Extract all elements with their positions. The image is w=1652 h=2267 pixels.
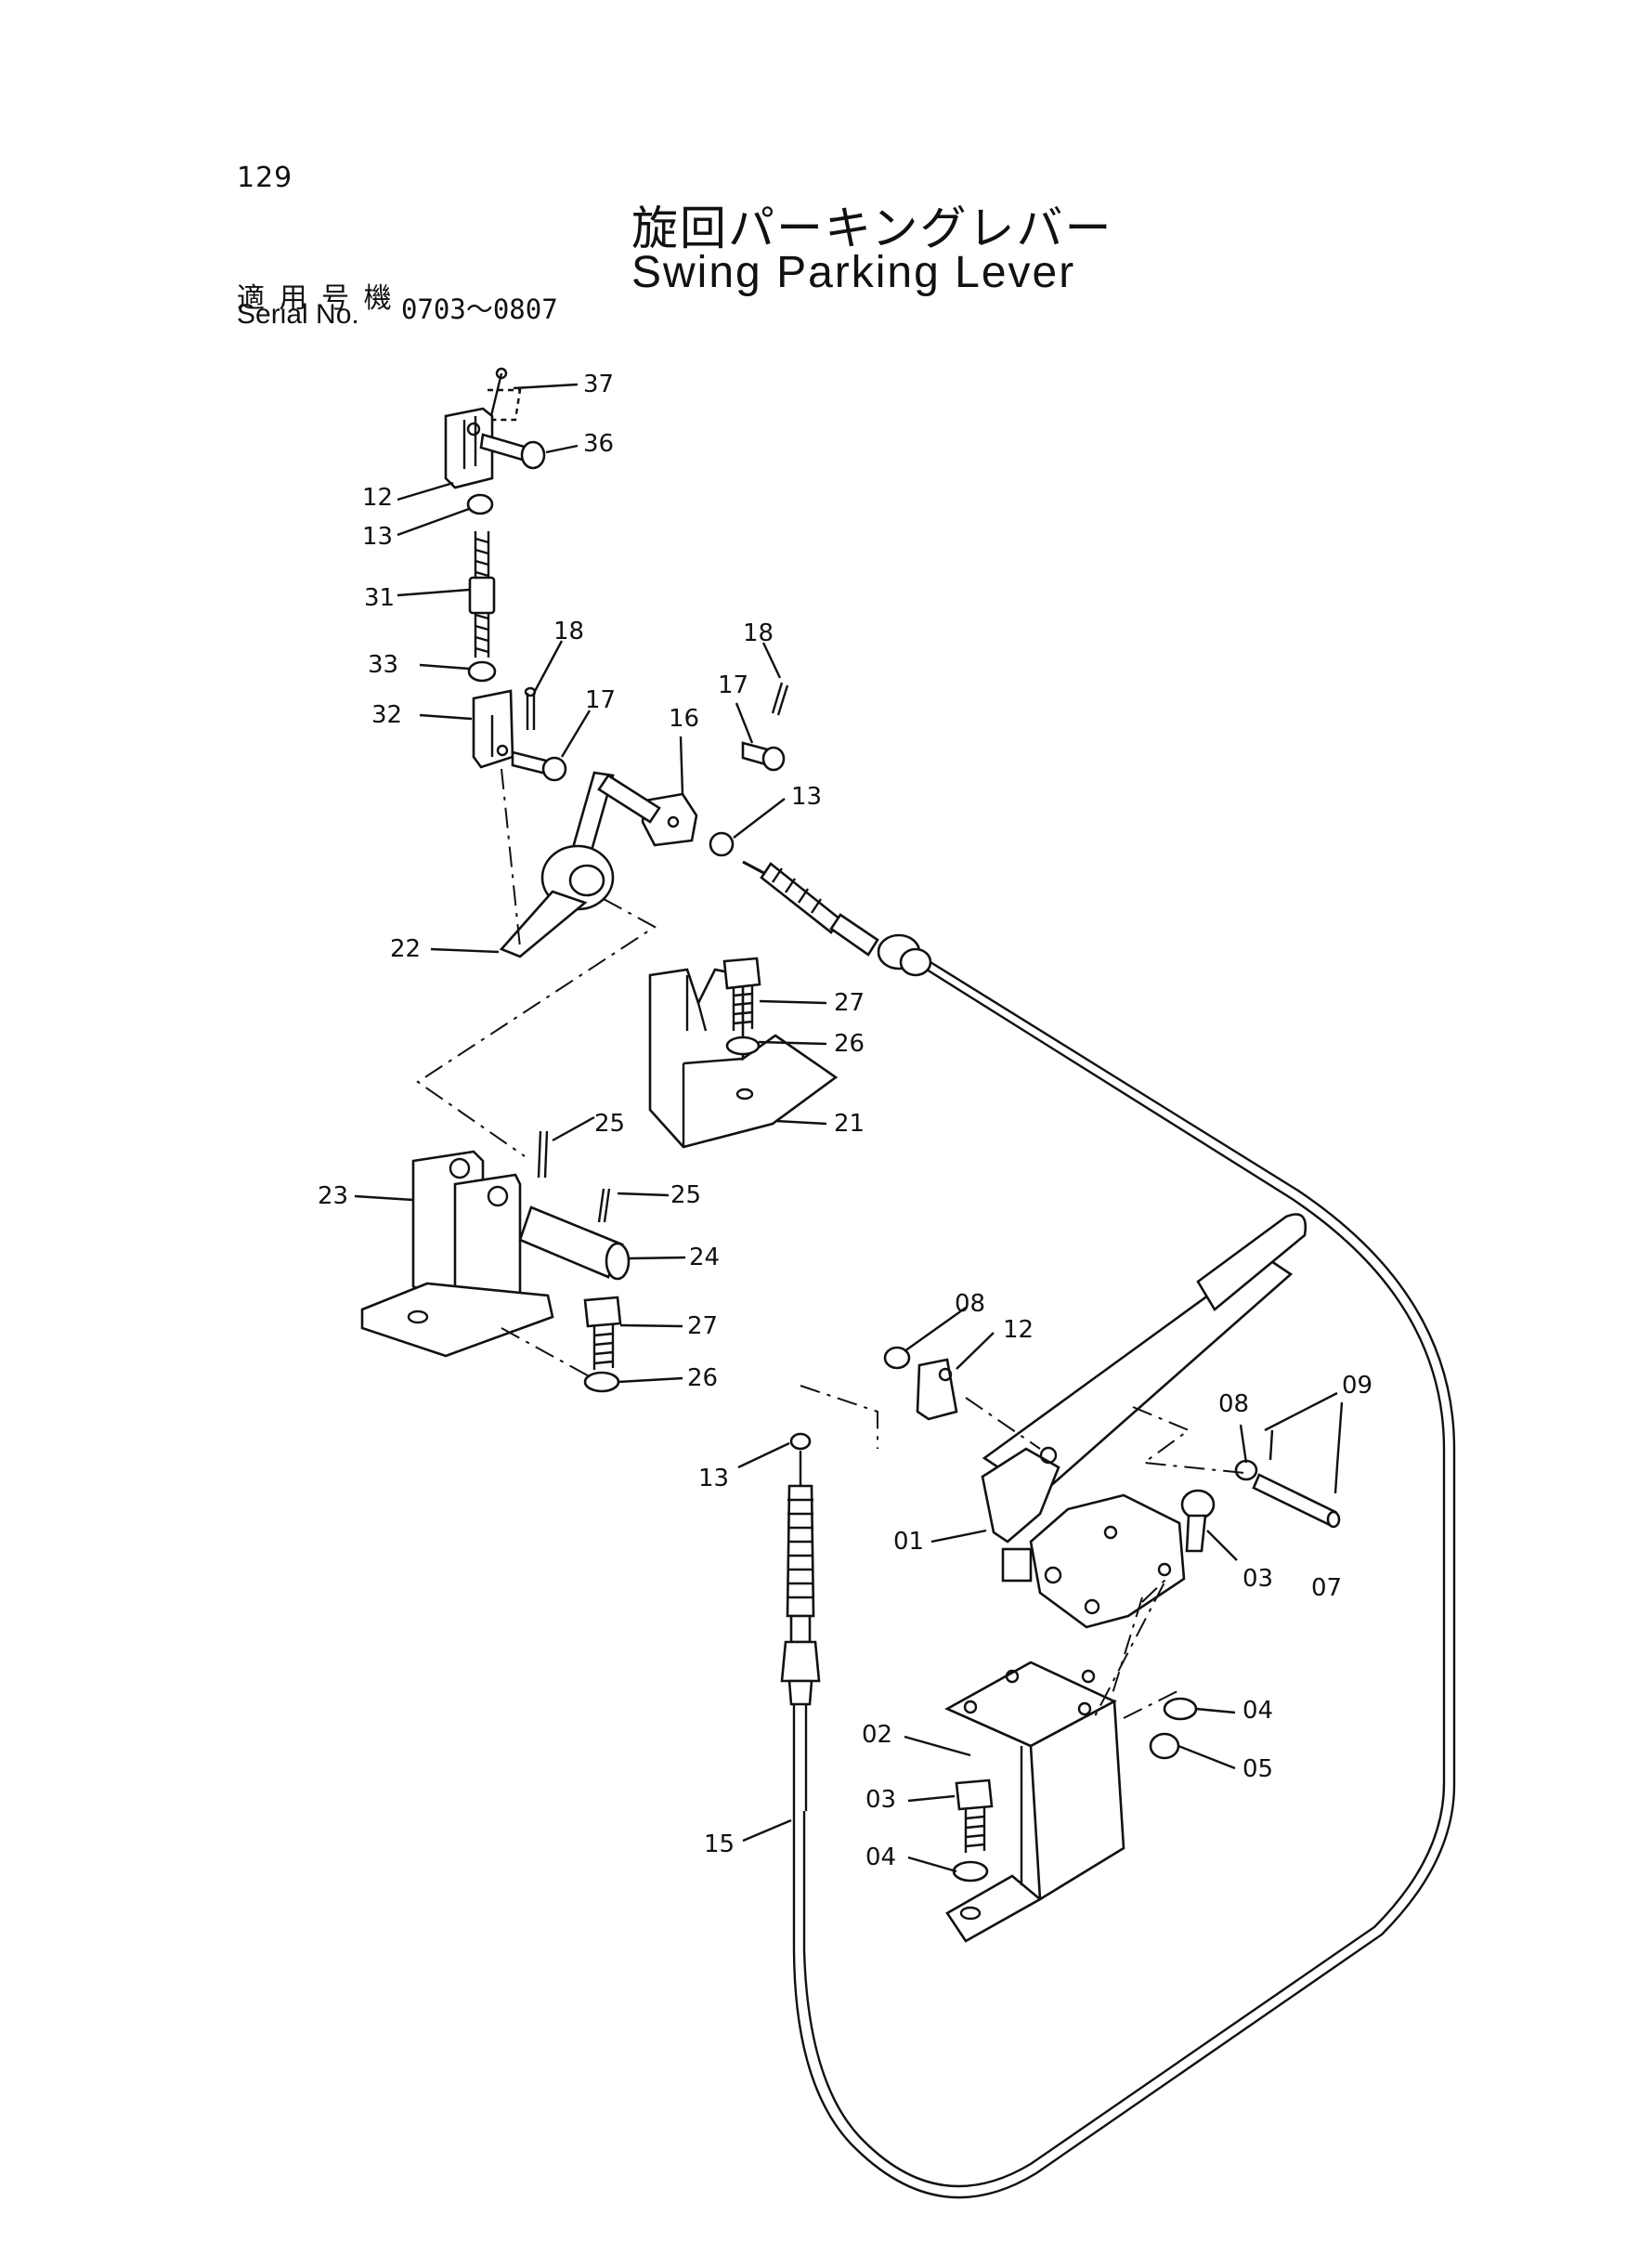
- part-02-support-bracket: [944, 1661, 1125, 1943]
- callout-15: 15: [704, 1831, 735, 1858]
- callout-02: 02: [862, 1721, 892, 1749]
- callout-05: 05: [1242, 1755, 1273, 1783]
- callout-18: 18: [553, 618, 584, 645]
- part-13-nut-mid: [709, 831, 735, 857]
- part-04-washer-right: [1163, 1697, 1198, 1721]
- callout-03: 03: [865, 1786, 896, 1814]
- part-18-split-pin-right: [771, 682, 789, 716]
- part-15-cable: [792, 960, 1456, 2199]
- leader-lines: [354, 383, 1344, 1873]
- part-32-clevis: [472, 689, 514, 769]
- callout-03: 03: [1242, 1565, 1273, 1593]
- part-04-washer-left: [952, 1860, 989, 1883]
- callout-32: 32: [371, 701, 402, 729]
- part-23-bracket: [360, 1150, 554, 1358]
- part-24-pin: [518, 1205, 631, 1281]
- page-number: 129: [237, 162, 293, 194]
- part-03-bolt-lower: [955, 1778, 994, 1853]
- part-08-washer-left: [883, 1346, 911, 1370]
- callout-04: 04: [1242, 1697, 1273, 1725]
- part-07-pin: [1252, 1473, 1341, 1529]
- callout-25: 25: [594, 1110, 625, 1138]
- callout-25: 25: [670, 1181, 701, 1209]
- callout-36: 36: [583, 430, 614, 458]
- serial-label-japanese: 適 用 号 機: [237, 282, 395, 315]
- callouts: 37 36 12 13 31 18 33 32 17 18 17 16 13 2…: [318, 371, 1372, 1871]
- part-17-pin-left: [511, 750, 567, 782]
- part-12-clevis-top: [444, 407, 494, 489]
- serial-label-english: Serial No.: [237, 299, 359, 330]
- callout-18: 18: [743, 619, 774, 647]
- callout-08: 08: [1218, 1390, 1249, 1418]
- part-03-bolt-upper: [1180, 1489, 1216, 1553]
- callout-09: 09: [1342, 1372, 1372, 1400]
- callout-37: 37: [583, 371, 614, 398]
- callout-16: 16: [669, 705, 699, 733]
- callout-26: 26: [687, 1364, 718, 1392]
- callout-17: 17: [718, 671, 748, 699]
- callout-21: 21: [834, 1110, 865, 1138]
- part-17-pin-right: [741, 741, 786, 772]
- callout-26: 26: [834, 1030, 865, 1058]
- part-26-washer-top: [725, 1036, 761, 1056]
- part-27-bolt-lower: [583, 1296, 622, 1370]
- serial-range: 0703～0807: [401, 293, 558, 325]
- part-18-split-pin-left: [524, 686, 537, 730]
- part-09-cotter-pin-a: [1268, 1429, 1274, 1461]
- part-08-washer-right: [1234, 1459, 1258, 1481]
- callout-24: 24: [689, 1244, 720, 1271]
- callout-07: 07: [1311, 1574, 1342, 1602]
- title-english: Swing Parking Lever: [631, 248, 1076, 297]
- part-27-bolt-top: [722, 957, 761, 1031]
- part-21-bracket: [648, 968, 839, 1149]
- callout-27: 27: [834, 989, 865, 1017]
- part-26-washer-lower: [583, 1371, 620, 1393]
- callout-13: 13: [362, 523, 393, 551]
- callout-04: 04: [865, 1844, 896, 1871]
- callout-08: 08: [955, 1290, 985, 1318]
- callout-22: 22: [390, 935, 421, 963]
- part-33-nut: [467, 660, 497, 683]
- part-25-cotter-pin-b: [597, 1188, 611, 1223]
- part-36-pin: [479, 433, 546, 470]
- part-31-threaded-rod: [468, 531, 496, 658]
- part-13-nut-top: [466, 493, 494, 515]
- callout-23: 23: [318, 1182, 348, 1210]
- part-lever-base-plate: [1001, 1493, 1186, 1629]
- part-05-nut: [1149, 1732, 1180, 1760]
- part-25-cotter-pin-a: [537, 1130, 549, 1179]
- part-09-cotter-pin-b: [1333, 1465, 1339, 1494]
- callout-31: 31: [364, 584, 395, 612]
- part-cable-lower-end: [780, 1432, 821, 1811]
- callout-27: 27: [687, 1312, 718, 1340]
- callout-12: 12: [1003, 1316, 1034, 1344]
- part-cable-upper-end: [742, 860, 932, 977]
- callout-17: 17: [585, 686, 616, 714]
- assembly-lines-left: [416, 768, 657, 1380]
- callout-13: 13: [698, 1465, 729, 1492]
- part-12-clevis-right: [916, 1358, 958, 1421]
- callout-13: 13: [791, 783, 822, 811]
- callout-33: 33: [368, 651, 398, 679]
- part-37-cotter-pin: [483, 367, 522, 422]
- assembly-lines-right: [800, 1385, 1245, 1719]
- title-japanese: 旋回パーキングレバー: [631, 202, 1113, 255]
- part-22-bell-crank: [499, 771, 661, 958]
- part-01-lever: [981, 1213, 1307, 1544]
- callout-01: 01: [893, 1528, 924, 1556]
- callout-12: 12: [362, 484, 393, 512]
